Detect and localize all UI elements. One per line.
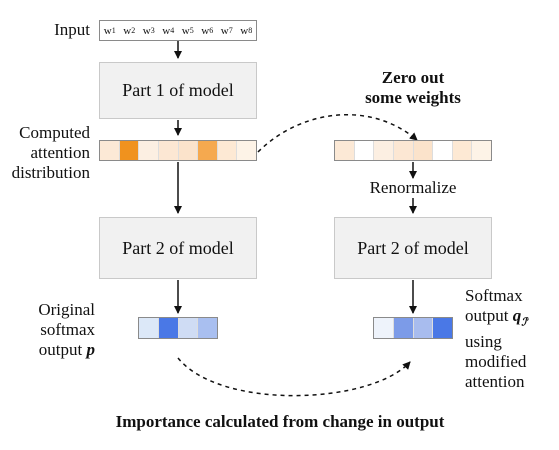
- attention-cell: [178, 141, 199, 160]
- dashed-arrow-importance: [177, 357, 411, 397]
- dashed-arrow-zero-out: [257, 113, 418, 153]
- part2-box-original: Part 2 of model: [99, 217, 257, 279]
- zero-out-line: some weights: [365, 88, 461, 107]
- attention-cell: [452, 141, 473, 160]
- attention-cell: [393, 141, 414, 160]
- softmax-label-line: modified: [465, 352, 527, 372]
- attention-cell: [198, 141, 218, 160]
- part2-label: Part 2 of model: [357, 237, 469, 258]
- attention-cell: [433, 141, 453, 160]
- output-cell: [178, 318, 199, 338]
- part1-box: Part 1 of model: [99, 62, 257, 119]
- output-cell: [413, 318, 434, 338]
- attention-cell: [237, 141, 256, 160]
- output-cell: [393, 318, 414, 338]
- softmax-output-original: [138, 317, 218, 339]
- attention-strip-zeroed: [334, 140, 492, 161]
- symbol-q-subscript: ℐ′: [521, 316, 530, 329]
- part1-label: Part 1 of model: [122, 80, 234, 100]
- attention-strip-original: [99, 140, 257, 161]
- output-cell: [139, 318, 159, 338]
- attention-cell: [335, 141, 355, 160]
- softmax-label-line: attention: [465, 372, 525, 392]
- input-label: Input: [54, 20, 90, 39]
- symbol-q: qℐ′: [512, 306, 530, 329]
- computed-label-line: distribution: [11, 163, 90, 182]
- attention-cell: [217, 141, 238, 160]
- modified-output-label: Softmax output qℐ′ using modified attent…: [465, 286, 557, 392]
- part2-label: Part 2 of model: [122, 237, 234, 258]
- original-label-line: output p: [20, 340, 95, 360]
- output-cell: [374, 318, 394, 338]
- attention-cell: [158, 141, 179, 160]
- original-label-line: Original: [38, 300, 95, 319]
- attention-cell: [119, 141, 140, 160]
- output-cell: [158, 318, 179, 338]
- symbol-p: p: [86, 340, 96, 359]
- softmax-label-line: output qℐ′: [465, 306, 557, 332]
- renormalize-label: Renormalize: [369, 178, 457, 197]
- computed-attention-label: Computed attention distribution: [0, 123, 90, 183]
- softmax-label-word: output: [465, 306, 509, 325]
- importance-caption: Importance calculated from change in out…: [115, 412, 445, 431]
- output-cell: [433, 318, 452, 338]
- attention-cell: [413, 141, 434, 160]
- original-label-word: output: [38, 340, 83, 359]
- zero-out-line: Zero out: [381, 68, 445, 87]
- original-output-label: Original softmax output p: [20, 300, 95, 360]
- attention-cell: [354, 141, 375, 160]
- softmax-label-line: using: [465, 332, 502, 352]
- attention-cell: [100, 141, 120, 160]
- zero-out-label: Zero out some weights: [348, 68, 478, 108]
- attention-cell: [374, 141, 394, 160]
- attention-cell: [139, 141, 159, 160]
- original-label-line: softmax: [40, 320, 95, 339]
- softmax-output-modified: [373, 317, 453, 339]
- computed-label-line: Computed: [19, 123, 90, 142]
- attention-cell: [472, 141, 491, 160]
- computed-label-line: attention: [30, 143, 90, 162]
- softmax-label-line: Softmax: [465, 286, 523, 305]
- part2-box-modified: Part 2 of model: [334, 217, 492, 279]
- output-cell: [198, 318, 217, 338]
- symbol-q-letter: q: [512, 306, 522, 325]
